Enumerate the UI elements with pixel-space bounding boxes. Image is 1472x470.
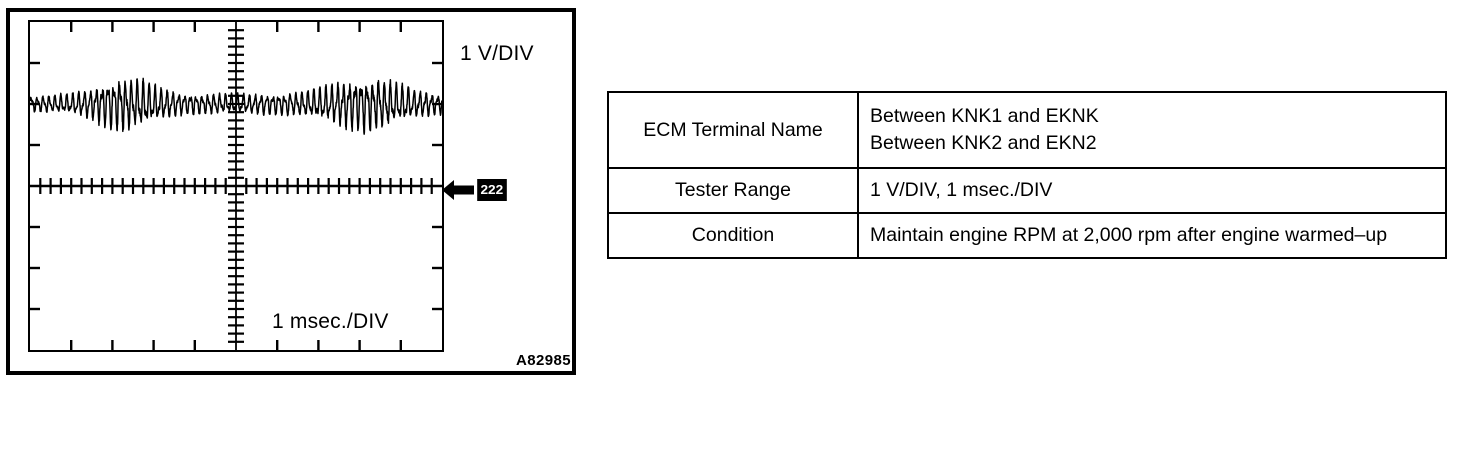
zero-level-marker: 222 [442, 176, 507, 204]
graticule-zero-axis [30, 178, 442, 194]
row-value-condition: Maintain engine RPM at 2,000 rpm after e… [857, 212, 1447, 259]
waveform-plot [30, 22, 442, 350]
figure-id-label: A82985 [516, 352, 571, 369]
row-value-tester-range: 1 V/DIV, 1 msec./DIV [857, 167, 1447, 214]
terminal-line-2: Between KNK2 and EKN2 [870, 132, 1097, 154]
oscilloscope-graticule [28, 20, 444, 352]
specification-table: ECM Terminal Name Between KNK1 and EKNK … [607, 91, 1447, 259]
table-row: Condition Maintain engine RPM at 2,000 r… [607, 212, 1447, 259]
oscilloscope-figure: 1 V/DIV 1 msec./DIV 222 A82985 [6, 8, 576, 375]
row-label-ecm-terminal-name: ECM Terminal Name [607, 91, 859, 169]
row-label-condition: Condition [607, 212, 859, 259]
zero-level-badge: 222 [477, 179, 507, 201]
table-row: Tester Range 1 V/DIV, 1 msec./DIV [607, 167, 1447, 214]
row-value-ecm-terminal-name: Between KNK1 and EKNK Between KNK2 and E… [857, 91, 1447, 169]
knock-sensor-waveform-trace [30, 77, 442, 135]
left-arrow-icon [442, 180, 474, 200]
horizontal-scale-label: 1 msec./DIV [272, 310, 389, 333]
table-row: ECM Terminal Name Between KNK1 and EKNK … [607, 91, 1447, 169]
vertical-scale-label: 1 V/DIV [460, 42, 534, 65]
terminal-line-1: Between KNK1 and EKNK [870, 105, 1099, 128]
row-label-tester-range: Tester Range [607, 167, 859, 214]
